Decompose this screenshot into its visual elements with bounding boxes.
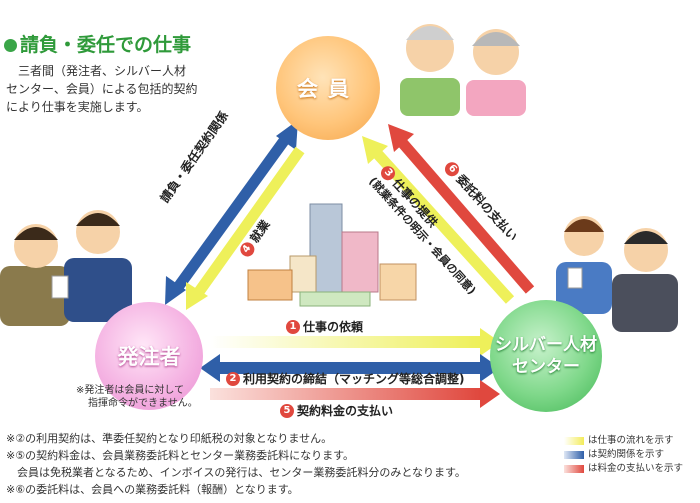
town-buildings-illustration — [247, 203, 417, 307]
intro-text: 三者間（発注者、シルバー人材 センター、会員）による包括的契約 により仕事を実施… — [6, 62, 228, 116]
bullet-dot-icon — [4, 39, 17, 52]
flow-2-text: 利用契約の締結（マッチング等総合調整) — [243, 372, 465, 386]
arrow-work-center-member — [362, 136, 515, 304]
client-note-line-2: 指揮命令ができません。 — [88, 398, 198, 409]
legend: は仕事の流れを示す は契約関係を示す は料金の支払いを示す — [588, 434, 683, 476]
node-member: 会員 — [276, 36, 380, 140]
members-illustration — [400, 24, 526, 116]
footnote-2: ※⑤の契約料金は、会員業務委託料とセンター業務委託料になります。 — [6, 449, 354, 462]
footnote-1: ※②の利用契約は、準委任契約となり印紙税の対象となりません。 — [6, 432, 333, 445]
intro-line-3: により仕事を実施します。 — [6, 100, 149, 114]
flow-5-text: 契約料金の支払い — [297, 404, 394, 418]
arrow-work-request — [210, 328, 500, 356]
legend-payment-swatch — [564, 465, 584, 473]
flow-5-number: 5 — [280, 403, 294, 418]
arrow-payment-client — [210, 380, 500, 408]
intro-line-1: 三者間（発注者、シルバー人材 — [18, 64, 187, 78]
legend-payment-text: は料金の支払いを示す — [588, 463, 684, 474]
clients-illustration — [0, 210, 132, 326]
arrow-work-member-client — [186, 146, 305, 310]
flow-1-number: 1 — [286, 319, 300, 334]
node-client: 発注者 — [95, 302, 203, 410]
flow-2-number: 2 — [226, 371, 240, 386]
footnote-3: 会員は免税業者となるため、インボイスの発行は、センター業務委託料分のみとなります… — [6, 466, 466, 479]
title-text: 請負・委任での仕事 — [20, 34, 192, 56]
flow-1-text: 仕事の依頼 — [303, 320, 364, 334]
center-staff-illustration — [556, 216, 678, 332]
node-center-label-1: シルバー人材 — [495, 335, 597, 355]
legend-work-text: は仕事の流れを示す — [588, 435, 674, 446]
legend-contract-swatch — [564, 451, 584, 459]
footnote-4: ※⑥の委託料は、会員への業務委託料（報酬）となります。 — [6, 483, 299, 496]
node-center: シルバー人材センター — [490, 300, 602, 412]
node-center-label-2: センター — [512, 357, 580, 377]
legend-contract-text: は契約関係を示す — [588, 449, 665, 460]
footnotes: ※②の利用契約は、準委任契約となり印紙税の対象となりません。 ※⑤の契約料金は、… — [6, 430, 466, 498]
arrow-payment-center-member — [388, 124, 535, 294]
legend-work-swatch — [564, 437, 584, 445]
node-member-label: 会員 — [297, 77, 359, 101]
node-client-label: 発注者 — [117, 345, 181, 369]
client-note-line-1: ※発注者は会員に対して — [76, 385, 185, 396]
client-note: ※発注者は会員に対して 指揮命令ができません。 — [76, 384, 198, 410]
arrow-contract-both — [200, 354, 500, 382]
arrow-contract-member-client — [165, 120, 298, 305]
intro-line-2: センター、会員）による包括的契約 — [6, 82, 198, 96]
page-title: 請負・委任での仕事 — [4, 30, 191, 57]
